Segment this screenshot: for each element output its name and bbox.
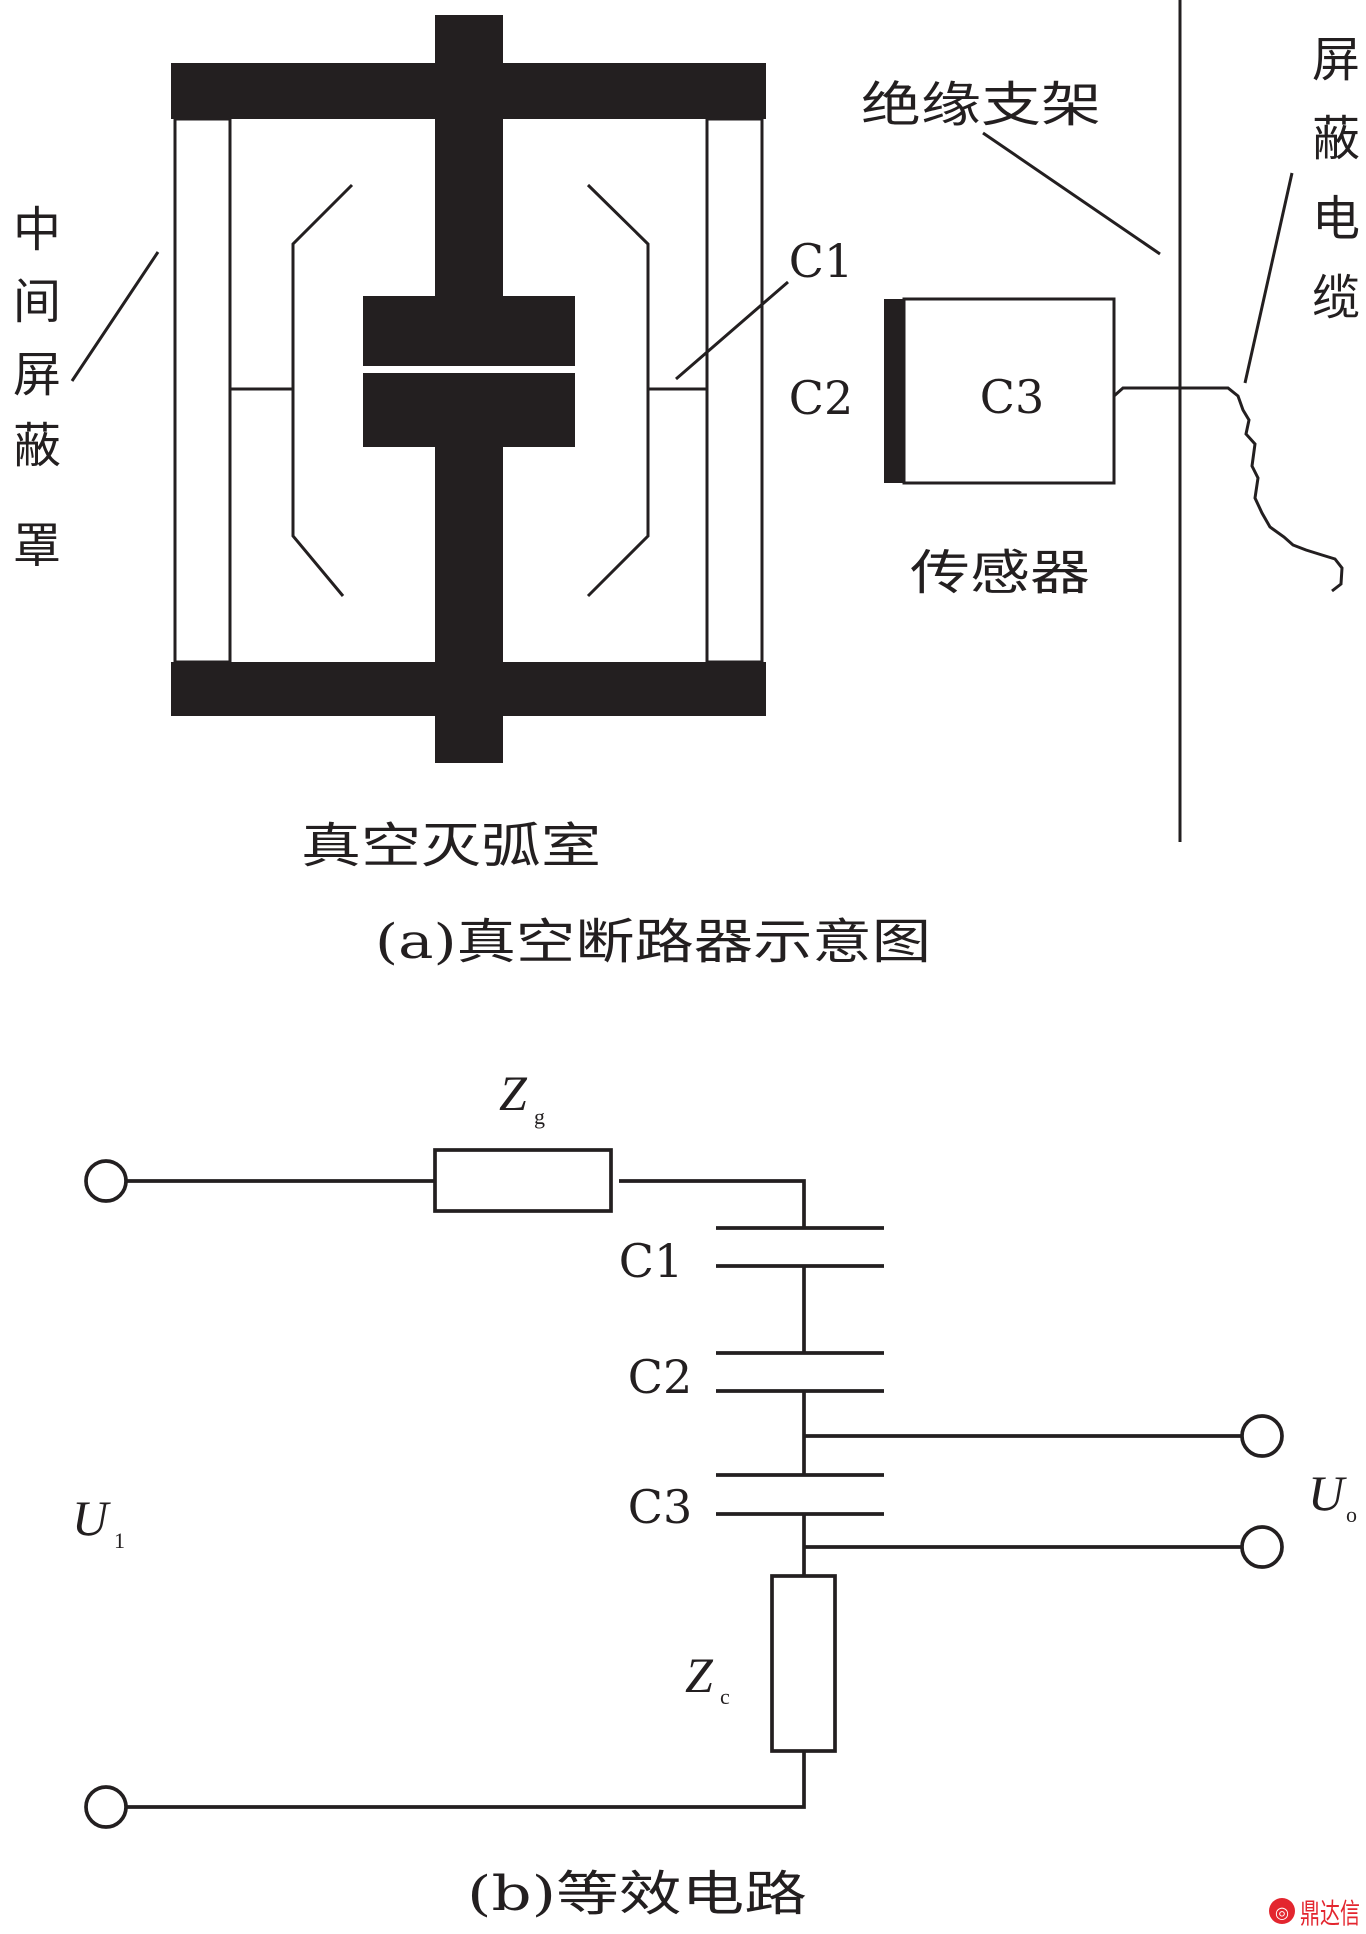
insulating-support-label: 绝缘支架 — [861, 77, 1101, 133]
left-envelope-wall — [173, 117, 232, 664]
svg-text:◎: ◎ — [1275, 1903, 1289, 1922]
right-envelope-wall — [705, 117, 764, 664]
zg-symbol: Z — [499, 1065, 528, 1121]
middle-shield-char-2: 间 — [13, 274, 61, 330]
c1-circuit-label: C1 — [619, 1234, 683, 1288]
figure-b-caption: (b)等效电路 — [467, 1866, 807, 1922]
middle-shield-char-5: 罩 — [13, 518, 61, 574]
middle-shield-right — [586, 183, 650, 598]
lower-rod — [435, 432, 503, 763]
lower-contact — [363, 373, 575, 447]
c2-label: C2 — [789, 371, 853, 425]
watermark: ◎ 鼎达信 — [1269, 1897, 1360, 1930]
watermark-logo-icon — [1269, 1898, 1295, 1924]
sensor-body — [902, 297, 1116, 485]
c1-leader — [675, 280, 789, 381]
zc-resistor — [770, 1574, 837, 1753]
zc-subscript: c — [720, 1684, 730, 1709]
middle-shield-char-4: 蔽 — [13, 418, 61, 474]
shielded-cable-char-2: 蔽 — [1312, 111, 1360, 167]
input-terminal-bottom — [84, 1785, 128, 1829]
figure-a-caption: (a)真空断路器示意图 — [375, 914, 931, 970]
sensor-label: 传感器 — [910, 545, 1090, 601]
zg-subscript: g — [534, 1104, 545, 1129]
c3-label: C3 — [980, 370, 1044, 424]
watermark-text: 鼎达信 — [1300, 1897, 1360, 1930]
upper-contact — [363, 296, 575, 366]
shielded-cable-leader — [1243, 172, 1294, 384]
zc-symbol: Z — [685, 1647, 714, 1703]
insulating-support-leader — [982, 131, 1161, 256]
middle-shield-char-1: 中 — [13, 202, 61, 258]
shielded-cable-char-3: 电 — [1312, 191, 1360, 247]
shielded-cable — [1113, 386, 1344, 593]
c2-circuit-label: C2 — [628, 1350, 692, 1404]
return-wire — [126, 1751, 806, 1809]
output-terminal-bottom — [1240, 1525, 1284, 1569]
middle-shield-char-3: 屏 — [13, 347, 61, 403]
uo-subscript: o — [1346, 1502, 1357, 1527]
sensor — [884, 297, 1116, 485]
interrupter-label: 真空灭弧室 — [301, 818, 601, 874]
middle-shield-left — [291, 183, 354, 597]
middle-shield-leader — [70, 251, 160, 382]
input-terminal-top — [84, 1159, 128, 1203]
equivalent-circuit — [84, 1148, 1284, 1829]
sensor-electrode — [884, 299, 904, 483]
c1-label: C1 — [789, 234, 853, 288]
u1-subscript: 1 — [114, 1528, 125, 1553]
u1-symbol: U — [72, 1490, 111, 1546]
wire-to-c1 — [619, 1179, 806, 1228]
vacuum-interrupter — [171, 15, 766, 763]
upper-rod — [435, 15, 503, 311]
c3-circuit-label: C3 — [628, 1480, 692, 1534]
output-terminal-top — [1240, 1414, 1284, 1458]
uo-symbol: U — [1308, 1465, 1347, 1521]
shielded-cable-char-1: 屏 — [1312, 32, 1360, 88]
shielded-cable-char-4: 缆 — [1312, 270, 1360, 326]
zg-resistor — [433, 1148, 613, 1213]
